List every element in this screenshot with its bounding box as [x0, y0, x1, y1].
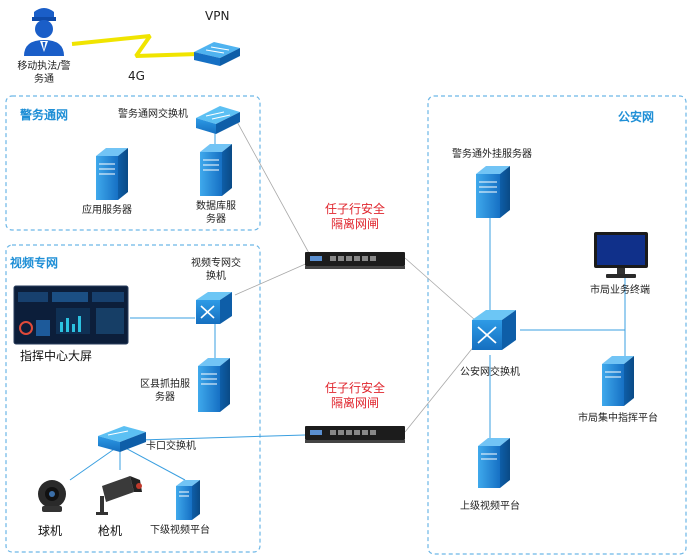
command-screen-icon: [13, 285, 129, 345]
gateway-device-2: [305, 426, 405, 443]
command-screen-label: 指挥中心大屏: [20, 349, 93, 363]
db-server-label: 数据库服 务器: [188, 200, 244, 226]
dome-camera-icon: [38, 480, 66, 512]
public-switch-icon: [472, 310, 516, 350]
dome-camera-label: 球机: [38, 524, 63, 538]
police-switch-label: 警务通网交换机: [118, 109, 188, 120]
gateway-2-line-2: 隔离网闸: [330, 396, 379, 410]
gateway-2-label: 任子行安全 隔离网闸: [310, 381, 400, 411]
db-server-line-2: 务器: [206, 214, 226, 225]
gateway-device-1: [305, 252, 405, 269]
police-zone-border: [5, 95, 261, 231]
vpn-router-icon: [194, 42, 240, 66]
video-zone-title: 视频专网: [10, 256, 59, 270]
lower-platform-server-icon: [176, 480, 200, 520]
police-officer-icon: [24, 8, 64, 56]
command-platform-label: 市局集中指挥平台: [578, 413, 658, 424]
cellular-label: 4G: [128, 69, 145, 83]
mobile-terminal-line-2: 务通: [34, 74, 54, 85]
video-zone-border: [5, 244, 261, 553]
public-zone-border: [427, 95, 687, 555]
bullet-camera-icon: [96, 476, 142, 515]
bullet-camera-label: 枪机: [98, 524, 123, 538]
capture-server-label: 区县抓拍服 务器: [134, 378, 196, 404]
gateway-1-line-1: 任子行安全: [324, 202, 385, 216]
mobile-terminal-label: 移动执法/警 务通: [8, 60, 80, 86]
mobile-terminal-line-1: 移动执法/警: [17, 61, 71, 72]
gateway-1-line-2: 隔离网闸: [330, 217, 379, 231]
gateway-2-line-1: 任子行安全: [324, 381, 385, 395]
lower-platform-label: 下级视频平台: [150, 525, 210, 536]
video-switch-icon: [196, 292, 232, 324]
checkpoint-switch-icon: [98, 426, 146, 452]
app-server-icon: [96, 148, 128, 200]
external-server-icon: [476, 166, 510, 218]
public-switch-label: 公安网交换机: [460, 367, 520, 378]
db-server-line-1: 数据库服: [196, 201, 236, 212]
app-server-label: 应用服务器: [82, 205, 132, 216]
capture-server-icon: [198, 358, 230, 412]
checkpoint-switch-label: 卡口交换机: [146, 441, 196, 452]
external-server-label: 警务通外挂服务器: [452, 149, 532, 160]
vpn-label: VPN: [205, 9, 230, 23]
police-switch-icon: [196, 106, 240, 134]
upper-platform-label: 上级视频平台: [460, 501, 520, 512]
video-switch-label: 视频专网交 换机: [186, 257, 246, 283]
police-zone-title: 警务通网: [20, 108, 69, 122]
upper-platform-server-icon: [478, 438, 510, 488]
links: [69, 130, 626, 481]
video-switch-line-1: 视频专网交: [191, 258, 241, 269]
command-platform-server-icon: [602, 356, 634, 406]
monitor-icon: [594, 232, 648, 278]
capture-server-line-2: 务器: [155, 392, 175, 403]
gateway-1-label: 任子行安全 隔离网闸: [310, 202, 400, 232]
video-switch-line-2: 换机: [206, 271, 226, 282]
capture-server-line-1: 区县抓拍服: [140, 379, 190, 390]
terminal-label: 市局业务终端: [590, 285, 650, 296]
wireless-link-icon: [71, 34, 199, 58]
public-zone-title: 公安网: [618, 110, 655, 124]
db-server-icon: [200, 144, 232, 196]
gray-links: [234, 117, 476, 433]
